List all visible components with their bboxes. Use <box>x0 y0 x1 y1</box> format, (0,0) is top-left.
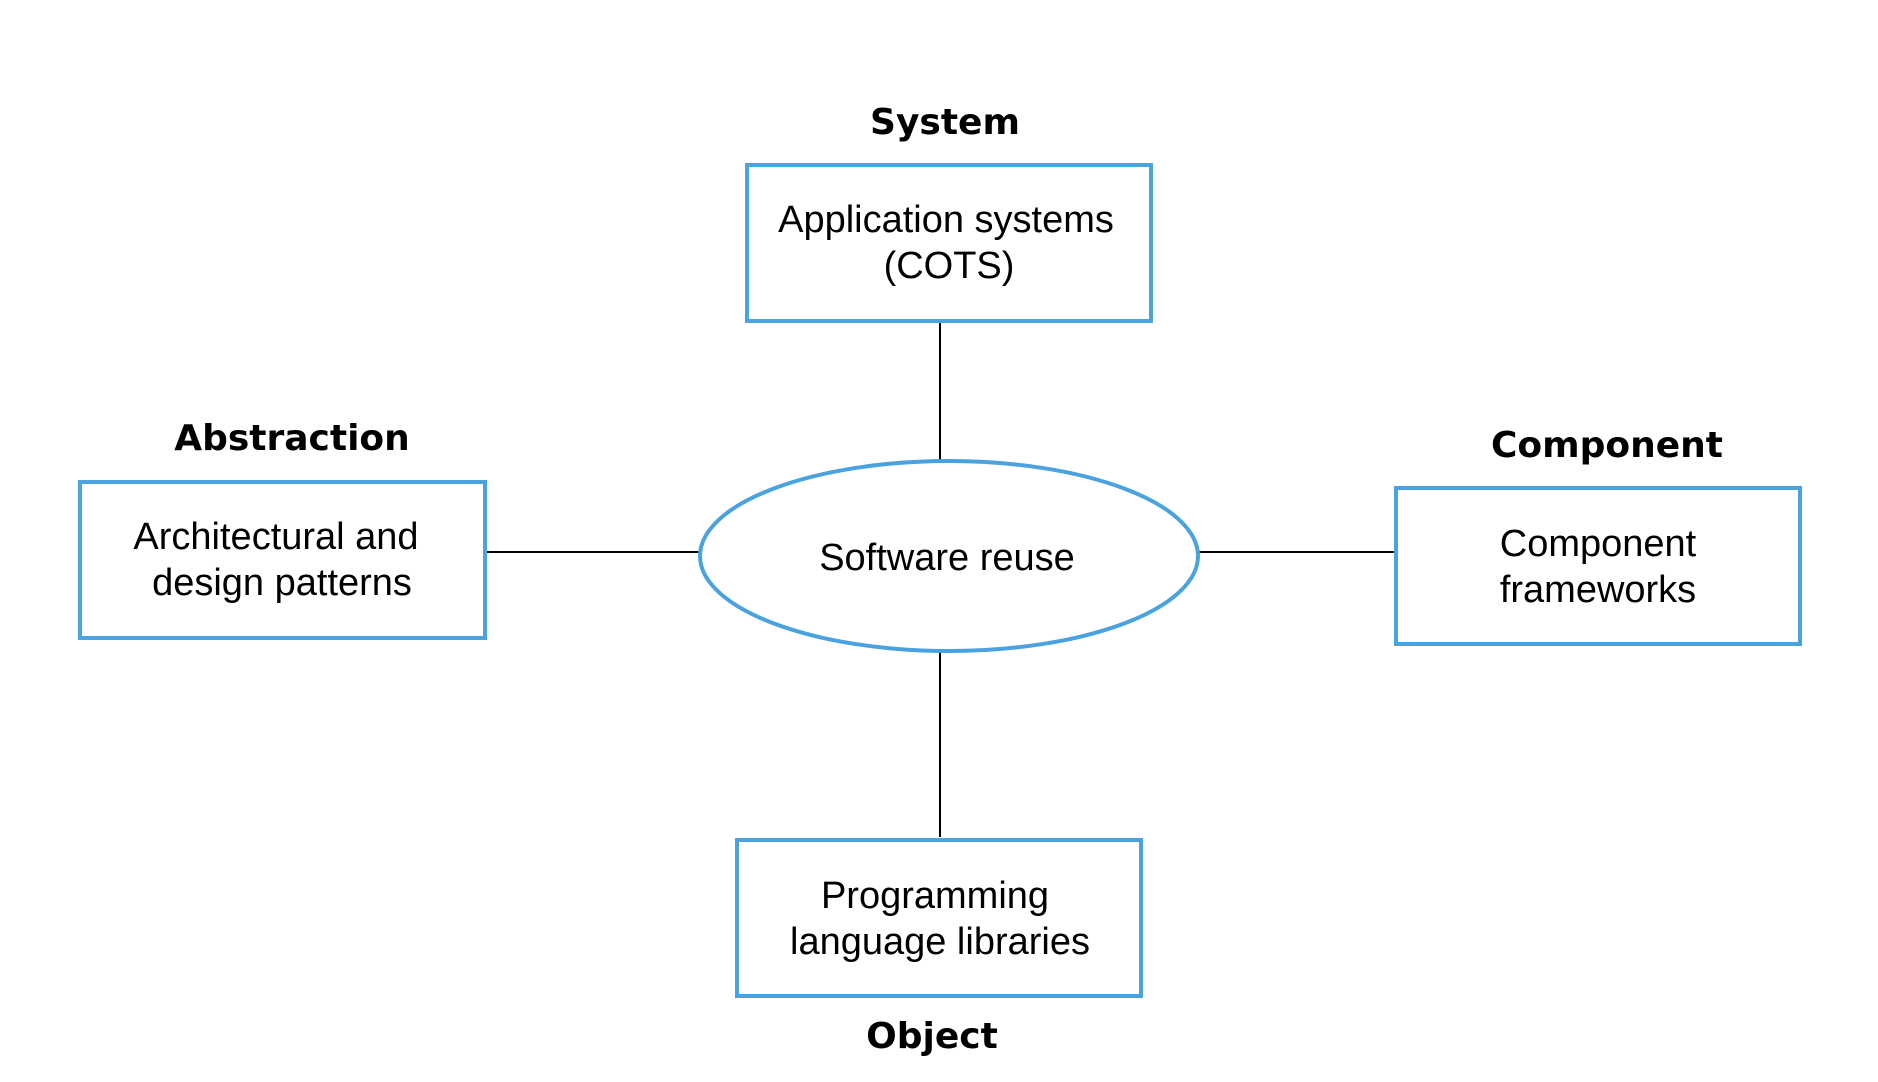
center-label: Software reuse <box>819 537 1075 579</box>
heading-object: Object <box>866 1016 998 1057</box>
box-architectural-patterns-line1: Architectural and <box>133 516 418 558</box>
box-component-frameworks <box>1394 486 1802 646</box>
heading-abstraction: Abstraction <box>174 418 410 459</box>
box-component-frameworks-line2: frameworks <box>1500 569 1696 611</box>
box-application-systems-line1: Application systems <box>778 199 1114 241</box>
box-component-frameworks-line1: Component <box>1500 523 1697 565</box>
box-language-libraries-line2: language libraries <box>790 921 1090 963</box>
box-architectural-patterns-line2: design patterns <box>152 562 412 604</box>
box-architectural-patterns <box>78 480 487 640</box>
heading-component: Component <box>1491 425 1723 466</box>
box-application-systems <box>745 163 1153 323</box>
center-ellipse <box>698 459 1200 653</box>
box-language-libraries <box>735 838 1143 998</box>
box-language-libraries-line1: Programming <box>821 875 1049 917</box>
box-application-systems-line2: (COTS) <box>884 245 1015 287</box>
heading-system: System <box>870 102 1020 143</box>
